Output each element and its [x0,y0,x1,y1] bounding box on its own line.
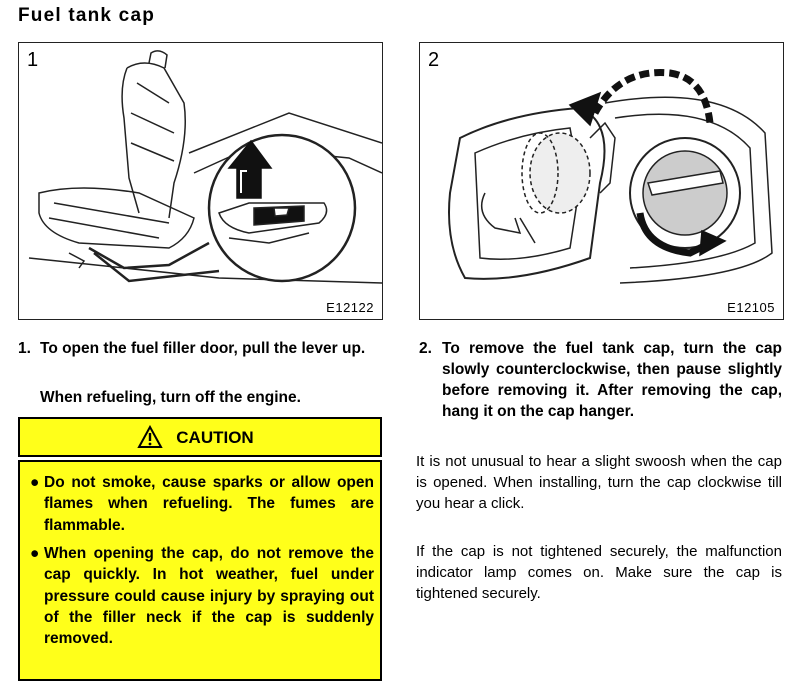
caution-bullet-text: Do not smoke, cause sparks or allow open… [44,474,374,534]
body-paragraph-2: If the cap is not tightened securely, th… [416,543,782,602]
caution-label: CAUTION [176,428,254,447]
bullet-dot: ● [30,545,40,562]
seat-lever-illustration [28,50,382,284]
fuel-cap-illustration [448,69,773,284]
figure-number: 1 [27,49,39,71]
caution-bullet: ● When opening the cap, do not remove th… [30,543,374,673]
figure-number: 2 [428,49,440,71]
warning-triangle-icon [137,425,163,448]
caution-header: CAUTION [18,417,382,457]
caution-bullet-text: When opening the cap, do not remove the … [44,545,374,648]
bullet-dot: ● [30,474,40,491]
figure-code: E12122 [326,300,374,315]
step-text: To open the fuel filler door, pull the l… [40,340,366,357]
step-note: When refueling, turn off the engine. [40,389,301,406]
caution-body: ● Do not smoke, cause sparks or allow op… [18,460,382,681]
step-text: To remove the fuel tank cap, turn the ca… [442,340,782,420]
figure-1: 1 [18,42,383,320]
figure-code: E12105 [727,300,775,315]
figure-2: 2 E12105 [419,42,784,320]
caution-bullet: ● Do not smoke, cause sparks or allow op… [30,472,374,538]
step-number: 2. [419,340,432,357]
page-title: Fuel tank cap [18,5,156,26]
step-1: 1. To open the fuel filler door, pull th… [18,338,382,408]
step-2: 2. To remove the fuel tank cap, turn the… [419,338,782,448]
step-number: 1. [18,340,31,357]
body-paragraph-1: It is not unusual to hear a slight swoos… [416,453,782,512]
